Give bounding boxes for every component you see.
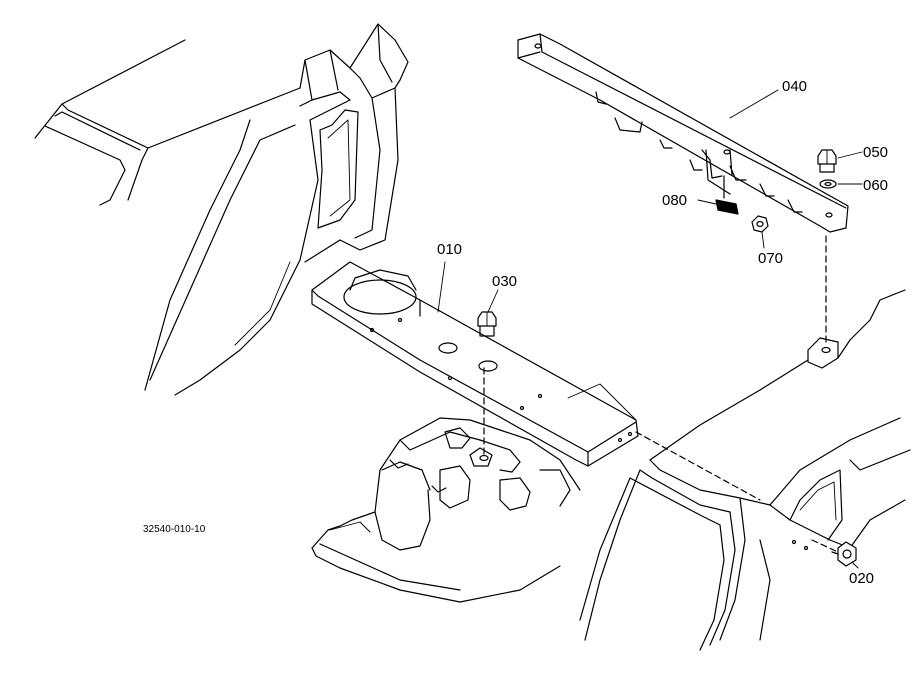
clip-080 bbox=[715, 175, 739, 215]
left-body-panel bbox=[34, 23, 409, 396]
part-label-080: 080 bbox=[662, 192, 687, 209]
part-label-070: 070 bbox=[758, 250, 783, 267]
plate-010 bbox=[311, 261, 639, 467]
part-label-060: 060 bbox=[863, 177, 888, 194]
alignment-line-010 bbox=[635, 431, 761, 501]
part-label-050: 050 bbox=[863, 144, 888, 161]
leader-lines bbox=[437, 89, 863, 569]
nut-070 bbox=[751, 215, 769, 233]
right-body-panel bbox=[579, 289, 911, 651]
part-label-030: 030 bbox=[492, 273, 517, 290]
mount-boss bbox=[807, 337, 839, 369]
bolt-030 bbox=[477, 311, 497, 337]
drawing-code: 32540-010-10 bbox=[143, 524, 206, 535]
bolt-020 bbox=[831, 541, 857, 567]
washer-060 bbox=[819, 179, 837, 189]
mount-hole bbox=[821, 346, 831, 354]
alignment-line-020 bbox=[811, 539, 839, 553]
bracket-040 bbox=[517, 33, 849, 233]
part-label-020: 020 bbox=[849, 570, 874, 587]
part-label-040: 040 bbox=[782, 78, 807, 95]
bolt-050 bbox=[817, 149, 837, 173]
engine-block bbox=[311, 417, 581, 603]
part-label-010: 010 bbox=[437, 241, 462, 258]
